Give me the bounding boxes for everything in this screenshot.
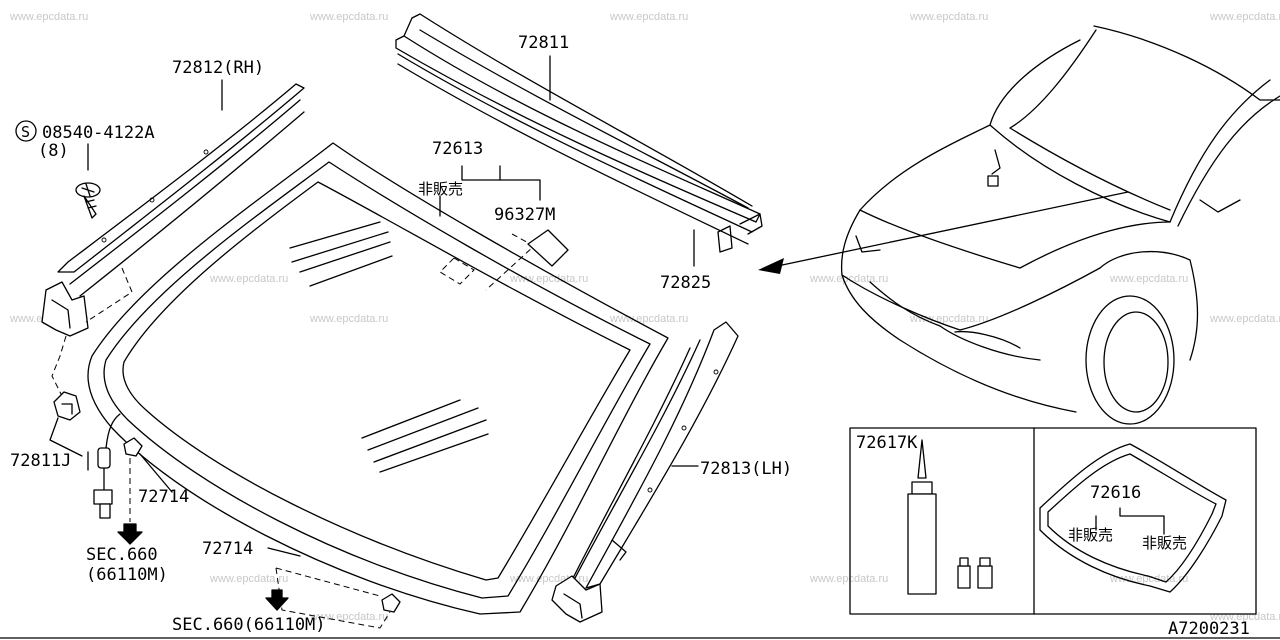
label-lh-molding: 72813(LH) <box>700 459 792 479</box>
label-not-for-sale-3: 非販売 <box>1142 534 1187 552</box>
label-sensor-part: 96327M <box>494 205 555 225</box>
screw-part <box>75 143 101 219</box>
label-rh-molding: 72812(RH) <box>172 58 264 78</box>
windshield-glass <box>87 142 669 615</box>
label-screw-symbol: S <box>21 123 30 141</box>
watermark: www.epcdata.ru <box>1109 273 1188 285</box>
watermark-grid: www.epcdata.ru www.epcdata.ru www.epcdat… <box>9 11 1280 623</box>
label-sec-ref-1-code: (66110M) <box>86 565 168 585</box>
label-screw-qty: (8) <box>38 141 69 161</box>
watermark: www.epcdata.ru <box>309 11 388 23</box>
fastener-upper <box>117 437 173 545</box>
leader-lines <box>87 55 695 471</box>
label-seal: 72825 <box>660 273 711 293</box>
watermark: www.epcdata.ru <box>309 313 388 325</box>
watermark: www.epcdata.ru <box>209 273 288 285</box>
watermark: www.epcdata.ru <box>309 611 388 623</box>
watermark: www.epcdata.ru <box>809 573 888 585</box>
label-inner-molding: 72613 <box>432 139 483 159</box>
label-not-for-sale-1: 非販売 <box>418 180 463 198</box>
label-upper-molding: 72811 <box>518 33 569 53</box>
watermark: www.epcdata.ru <box>9 11 88 23</box>
sensor-parts <box>439 165 569 291</box>
side-clip-part <box>49 391 83 457</box>
fastener-lower <box>265 547 401 629</box>
label-dam-rubber: 72616 <box>1090 483 1141 503</box>
watermark: www.epcdata.ru <box>909 11 988 23</box>
watermark: www.epcdata.ru <box>1209 313 1280 325</box>
lh-side-molding <box>551 321 739 623</box>
label-not-for-sale-2: 非販売 <box>1068 526 1113 544</box>
screw-symbol-icon <box>15 120 37 142</box>
watermark: www.epcdata.ru <box>609 313 688 325</box>
car-overview <box>758 25 1280 425</box>
watermark: www.epcdata.ru <box>209 573 288 585</box>
watermark: www.epcdata.ru <box>1209 11 1280 23</box>
label-sec-ref-2: SEC.660(66110M) <box>172 615 326 635</box>
watermark: www.epcdata.ru <box>609 11 688 23</box>
upper-molding <box>395 13 763 253</box>
label-sec-ref-1: SEC.660 <box>86 545 158 565</box>
rh-side-molding <box>41 83 305 397</box>
label-side-clip: 72811J <box>10 451 71 471</box>
label-fastener-1: 72714 <box>138 487 189 507</box>
label-screw-code: 08540-4122A <box>42 123 155 143</box>
label-diagram-id: A7200231 <box>1168 619 1250 639</box>
watermark: www.epcdata.ru <box>509 273 588 285</box>
label-fastener-2: 72714 <box>202 539 253 559</box>
watermark: www.epcdata.ru <box>1109 573 1188 585</box>
inset-box <box>849 427 1257 615</box>
labels: 72812(RH) S 08540-4122A (8) 72811 72613 … <box>10 33 1250 639</box>
label-adhesive-kit: 72617K <box>856 433 918 453</box>
